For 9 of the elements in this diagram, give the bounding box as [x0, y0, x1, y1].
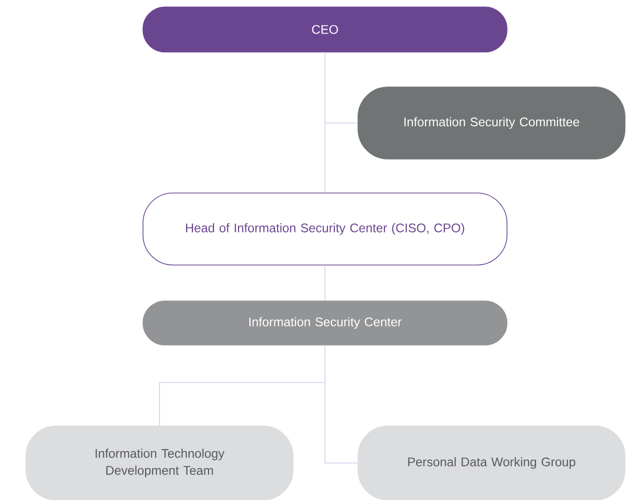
top-box: CEO — [142, 6, 508, 52]
center-box: Information Security Center — [142, 300, 508, 346]
connector-line — [324, 264, 326, 302]
group-box: Personal Data Working Group — [358, 426, 626, 500]
connector-line — [324, 52, 358, 124]
head-box: Head of Information Security Center (CISO, CPO) — [142, 192, 508, 266]
committee-box: Information Security Committee — [358, 86, 626, 160]
connector-line — [324, 344, 358, 464]
team-box: Information Technology Development Team — [26, 426, 294, 500]
